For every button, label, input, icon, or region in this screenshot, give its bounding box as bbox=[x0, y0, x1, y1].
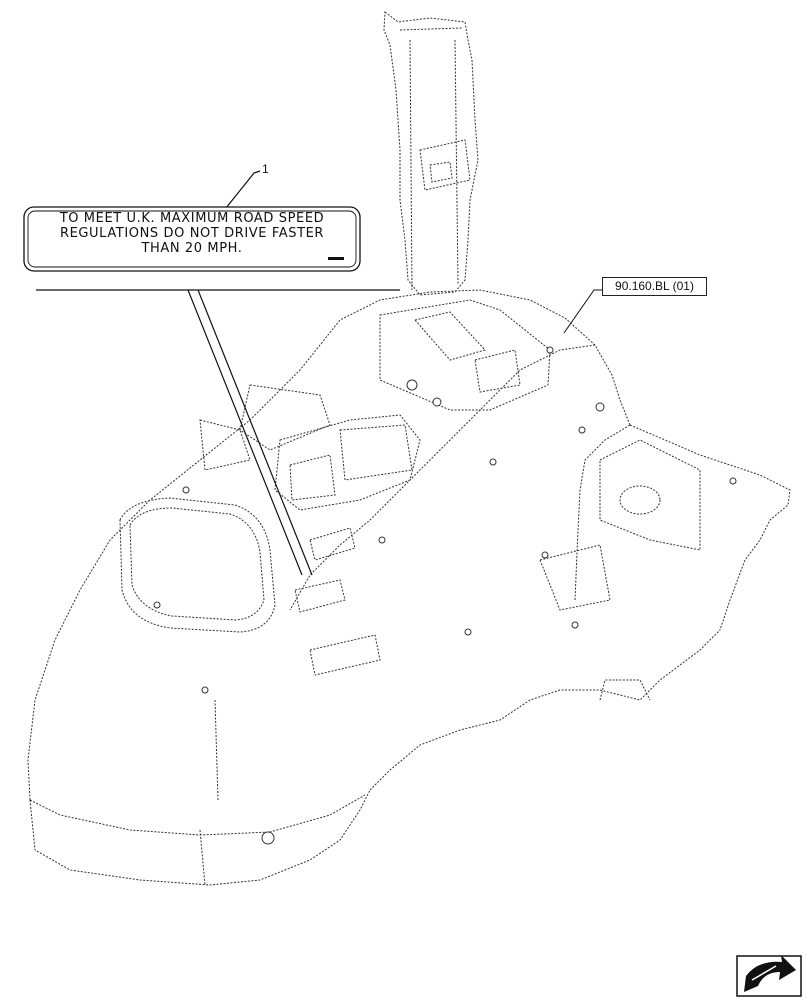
next-page-button[interactable] bbox=[736, 956, 802, 996]
callout-leader bbox=[36, 170, 400, 576]
fastener-holes bbox=[153, 346, 737, 845]
decal-outer bbox=[23, 206, 361, 272]
next-page-arrow-icon bbox=[736, 955, 802, 997]
reference-leader bbox=[563, 289, 602, 334]
callout-number: 1 bbox=[262, 162, 269, 176]
decal-inner bbox=[27, 210, 357, 268]
decal-line-1: TO MEET U.K. MAXIMUM ROAD SPEED bbox=[59, 211, 325, 226]
decal-text: TO MEET U.K. MAXIMUM ROAD SPEED REGULATI… bbox=[26, 211, 358, 256]
decal-line-3: THAN 20 MPH. bbox=[141, 241, 243, 256]
reference-link[interactable]: 90.160.BL (01) bbox=[602, 277, 707, 296]
decal-line-2: REGULATIONS DO NOT DRIVE FASTER bbox=[59, 226, 325, 241]
cab-body-outline bbox=[27, 11, 791, 886]
decal-mark bbox=[328, 257, 344, 260]
